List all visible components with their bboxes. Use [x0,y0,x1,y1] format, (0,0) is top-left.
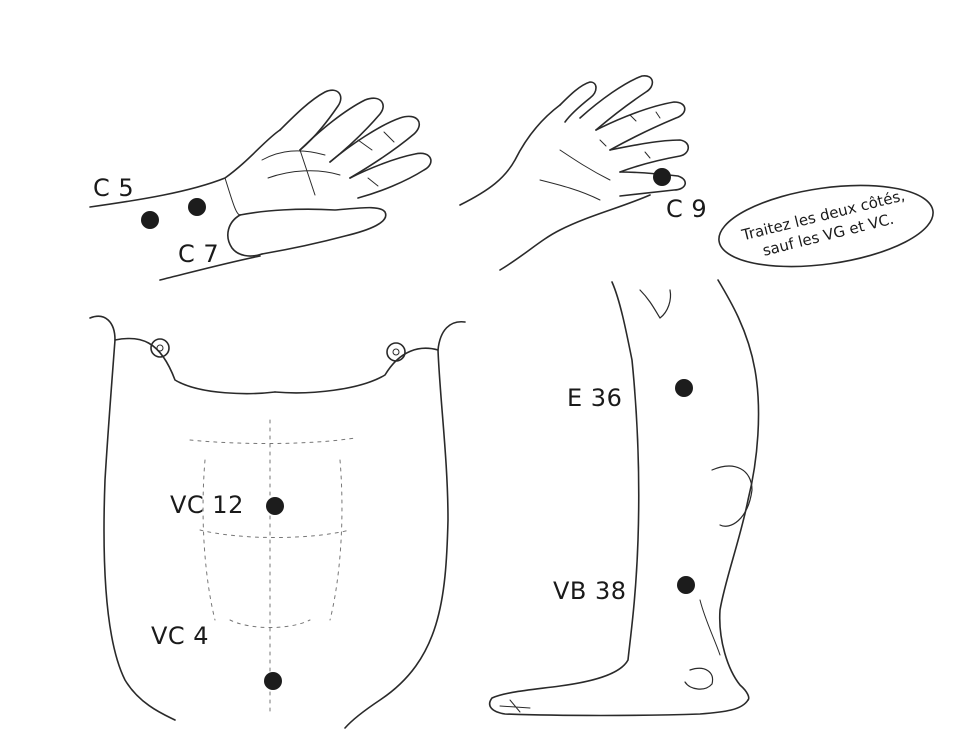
torso-outline [90,316,465,728]
label-vc4: VC 4 [151,622,209,650]
leg-outline [490,280,759,716]
label-c5: C 5 [93,174,134,202]
point-marker-c5 [141,211,159,229]
label-c7: C 7 [178,240,219,268]
point-marker-c7 [188,198,206,216]
point-marker-c9 [653,168,671,186]
label-vb38: VB 38 [553,577,627,605]
point-marker-e36 [675,379,693,397]
label-e36: E 36 [567,384,622,412]
label-vc12: VC 12 [170,491,244,519]
point-marker-vc12 [266,497,284,515]
label-c9: C 9 [666,195,707,223]
point-marker-vb38 [677,576,695,594]
left-hand-outline [90,90,431,280]
point-marker-vc4 [264,672,282,690]
